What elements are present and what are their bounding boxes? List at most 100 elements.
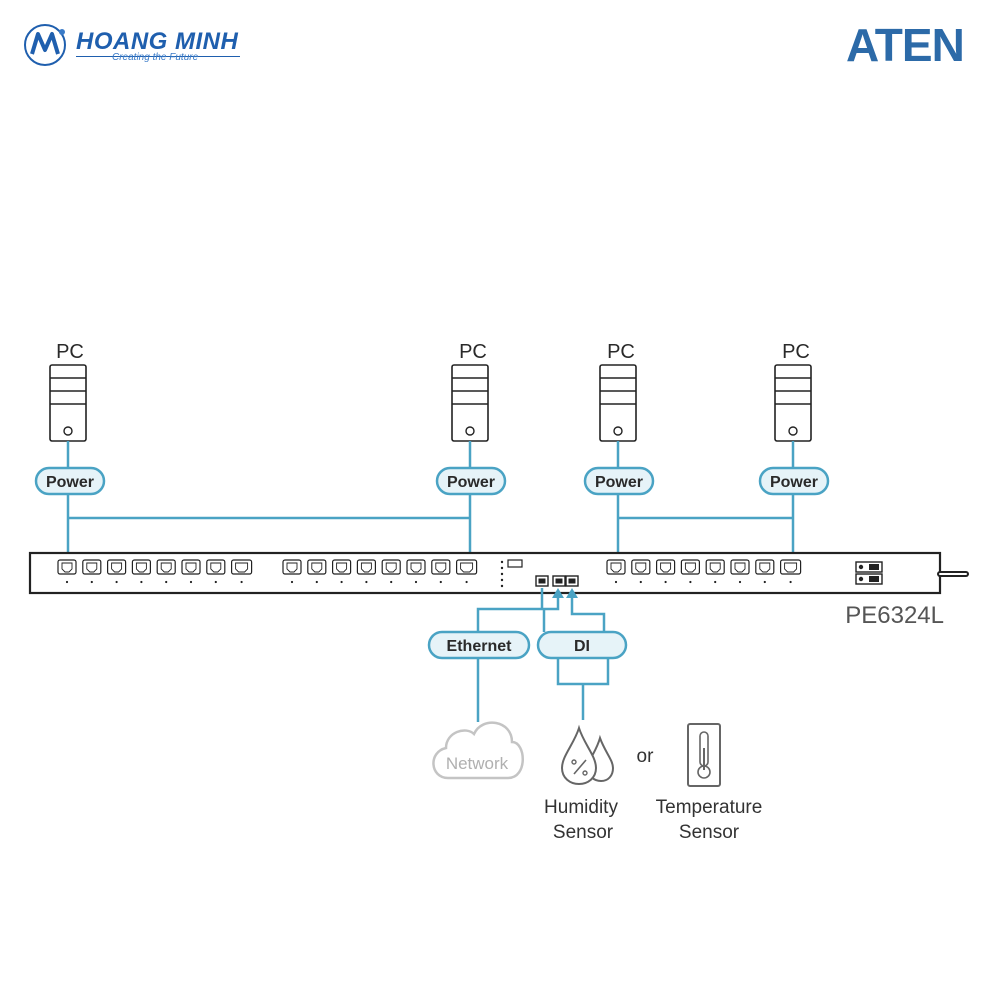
power-outlet-icon [106, 559, 127, 575]
humidity-sensor-icon [560, 724, 615, 786]
outlet-socket-icon [336, 562, 348, 573]
svg-text:Power: Power [447, 474, 495, 491]
svg-text:Ethernet: Ethernet [447, 638, 513, 655]
power-outlet-icon [282, 559, 302, 575]
outlet-led-icon [115, 580, 118, 584]
port-connection-lines [476, 588, 610, 722]
power-outlet-icon [181, 559, 201, 575]
temperature-label: Sensor [679, 822, 740, 843]
outlet-led-icon [439, 580, 442, 584]
hoang-minh-mark-icon [24, 24, 66, 66]
outlet-led-icon [240, 580, 243, 584]
outlet-socket-icon [410, 562, 422, 573]
outlet-led-icon [390, 580, 393, 584]
power-outlet-icon [82, 559, 102, 575]
power-outlet-icon [631, 559, 651, 575]
outlet-led-icon [90, 580, 93, 584]
power-label-pill: Power [583, 466, 655, 496]
power-label-pill: Power [34, 466, 106, 496]
pc-label: PC [782, 341, 810, 363]
outlet-socket-icon [61, 562, 73, 573]
pc-label: PC [607, 341, 635, 363]
outlet-led-icon [789, 580, 792, 584]
pdu-outlets [57, 559, 802, 584]
hoang-minh-brand-text: HOANG MINH [76, 28, 239, 55]
outlet-led-icon [738, 580, 742, 584]
pc-tower-icon [451, 364, 489, 442]
outlet-socket-icon [460, 562, 474, 573]
outlet-socket-icon [709, 562, 721, 573]
outlet-socket-icon [385, 562, 397, 573]
outlet-led-icon [340, 580, 343, 584]
power-outlet-icon [156, 559, 176, 575]
pdu-device [28, 551, 969, 595]
outlet-socket-icon [135, 562, 147, 573]
outlet-socket-icon [660, 562, 672, 573]
outlet-led-icon [714, 580, 717, 584]
hoang-minh-tagline: Creating the Future [112, 52, 199, 63]
outlet-socket-icon [435, 562, 447, 573]
network-cloud-icon [432, 721, 524, 780]
outlet-led-icon [189, 580, 193, 584]
power-outlet-icon [730, 559, 750, 575]
outlet-socket-icon [160, 562, 172, 573]
outlet-led-icon [65, 580, 69, 584]
pc-tower-icon [774, 364, 812, 442]
arrow-up-icon [552, 588, 564, 598]
outlet-socket-icon [210, 562, 222, 573]
ethernet-label-pill: Ethernet [427, 630, 531, 660]
or-label: or [637, 746, 655, 767]
power-outlet-icon [206, 559, 226, 575]
display-window [507, 559, 523, 568]
svg-text:Power: Power [770, 474, 818, 491]
power-outlet-icon [356, 559, 376, 575]
arrow-up-icon [566, 588, 578, 598]
model-number: PE6324L [845, 602, 944, 629]
pc-tower-icon [599, 364, 637, 442]
outlet-socket-icon [86, 562, 98, 573]
power-outlet-icon [655, 559, 676, 575]
outlet-socket-icon [784, 562, 798, 573]
outlet-socket-icon [635, 562, 647, 573]
power-connection-lines [66, 441, 795, 558]
outlet-led-icon [664, 580, 667, 584]
outlet-socket-icon [311, 562, 323, 573]
power-label-pill: Power [435, 466, 507, 496]
power-outlet-icon [606, 559, 626, 575]
pc-label: PC [56, 341, 84, 363]
outlet-socket-icon [610, 562, 622, 573]
outlet-socket-icon [286, 562, 298, 573]
power-outlet-icon [57, 559, 77, 575]
power-outlet-icon [381, 559, 401, 575]
outlet-led-icon [290, 580, 294, 584]
svg-text:Power: Power [46, 474, 94, 491]
temperature-label: Temperature [656, 797, 763, 818]
pc-tower-icon [49, 364, 87, 442]
outlet-led-icon [140, 580, 143, 584]
power-outlet-icon [406, 559, 426, 575]
humidity-label: Humidity [544, 797, 618, 818]
power-outlet-icon [755, 559, 775, 575]
outlet-led-icon [465, 580, 468, 584]
power-outlet-icon [307, 559, 327, 575]
outlet-led-icon [315, 580, 318, 584]
outlet-socket-icon [235, 562, 249, 573]
outlet-socket-icon [684, 562, 696, 573]
power-outlet-icon [332, 559, 352, 575]
outlet-led-icon [763, 580, 766, 584]
outlet-led-icon [365, 580, 368, 584]
outlet-socket-icon [360, 562, 372, 573]
svg-text:Power: Power [595, 474, 643, 491]
power-outlet-icon [705, 559, 725, 575]
outlet-led-icon [414, 580, 418, 584]
outlet-socket-icon [734, 562, 746, 573]
outlet-socket-icon [111, 562, 123, 573]
outlet-led-icon [165, 580, 168, 584]
outlet-socket-icon [185, 562, 197, 573]
circuit-breaker-icon [855, 561, 883, 585]
outlet-led-icon [614, 580, 618, 584]
power-label-pill: Power [758, 466, 830, 496]
outlet-led-icon [214, 580, 217, 584]
led-indicators [500, 560, 504, 588]
